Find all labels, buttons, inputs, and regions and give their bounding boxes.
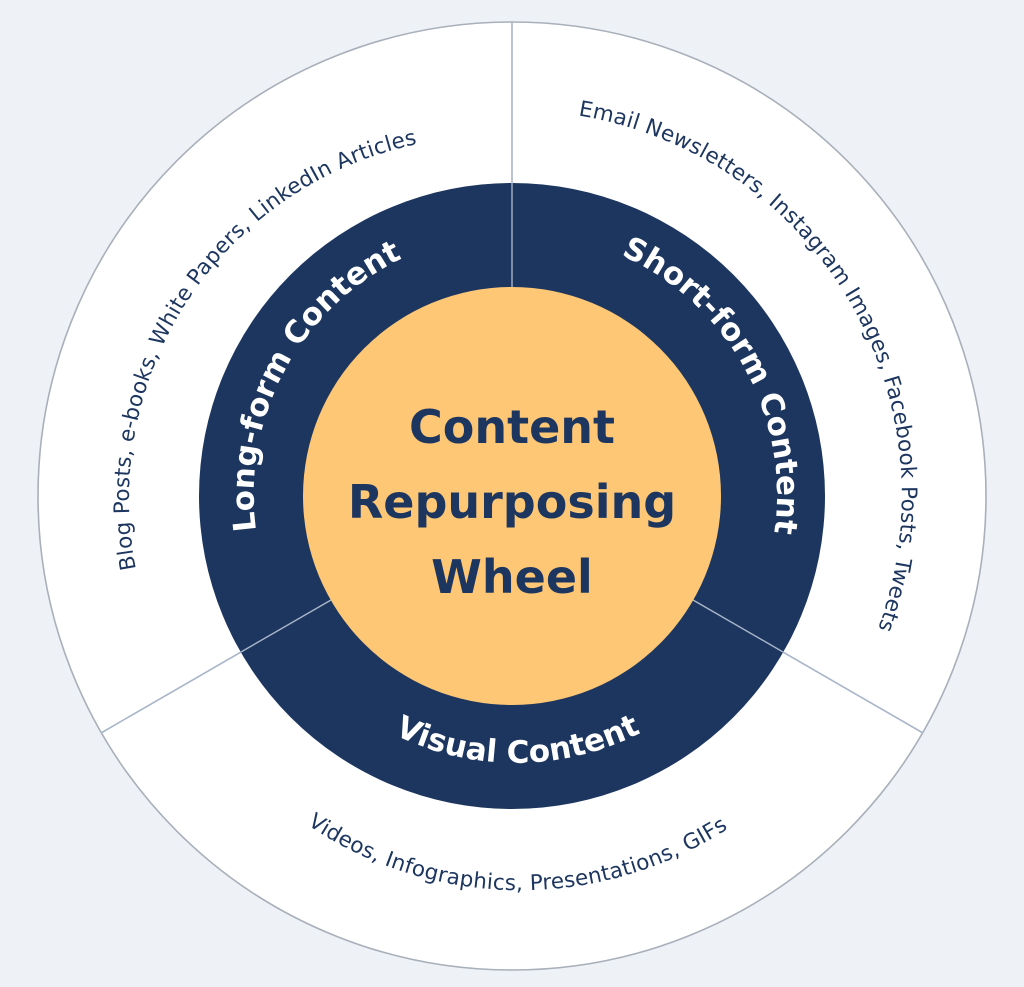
center-circle [303,287,721,705]
center-title-line-3: Wheel [431,550,593,604]
center-title-line-2: Repurposing [348,475,676,529]
middle-divider-lower-left [240,599,332,653]
center-title-line-1: Content [409,400,615,454]
middle-divider-lower-right [692,599,784,653]
center-hub: Content Repurposing Wheel [303,287,721,705]
